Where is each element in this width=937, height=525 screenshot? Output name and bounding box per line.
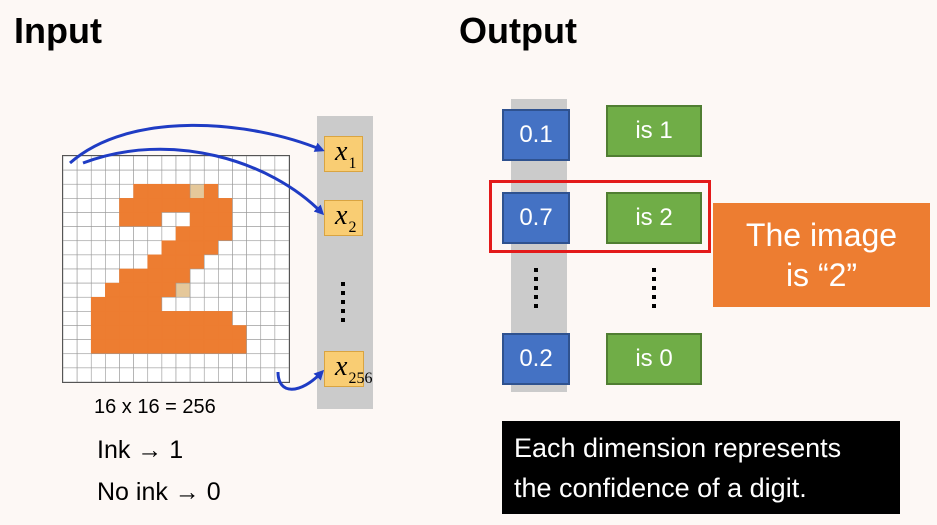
ink-rule: Ink → 1	[97, 436, 184, 464]
arrow-to-x2	[82, 147, 325, 216]
input-heading: Input	[14, 10, 102, 51]
prediction-callout: The image is “2”	[713, 203, 930, 307]
input-x256: x256	[324, 351, 372, 387]
x1-symbol: x	[335, 136, 348, 167]
input-ellipsis	[341, 282, 345, 322]
note-line-1: Each dimension represents	[514, 433, 842, 463]
output-value-ellipsis	[534, 268, 538, 308]
input-x1: x1	[324, 136, 363, 172]
input-x2: x2	[324, 200, 363, 236]
output-value-2: 0.7	[502, 192, 570, 244]
pixel-grid	[63, 156, 289, 382]
no-ink-rule: No ink → 0	[97, 478, 221, 506]
output-value-1: 0.1	[502, 109, 570, 161]
arrow-to-x1	[69, 123, 325, 165]
explanation-note: Each dimension represents the confidence…	[502, 421, 900, 514]
x2-subscript: 2	[348, 219, 357, 236]
grid-size-caption: 16 x 16 = 256	[94, 396, 216, 418]
callout-line-1: The image	[745, 217, 898, 253]
arrow-to-x256	[276, 369, 325, 391]
max-confidence-highlight	[489, 180, 711, 253]
output-heading: Output	[459, 10, 577, 51]
digit-image-grid	[62, 155, 290, 383]
output-value-3: 0.2	[502, 333, 570, 385]
x256-subscript: 256	[348, 370, 373, 387]
output-label-3: is 0	[606, 333, 702, 385]
output-label-2: is 2	[606, 192, 702, 244]
x256-symbol: x	[335, 351, 348, 382]
note-line-2: the confidence of a digit.	[514, 473, 807, 503]
output-label-1: is 1	[606, 105, 702, 157]
callout-line-2: is “2”	[785, 257, 858, 293]
output-label-ellipsis	[652, 268, 656, 308]
x2-symbol: x	[335, 200, 348, 231]
x1-subscript: 1	[348, 155, 357, 172]
